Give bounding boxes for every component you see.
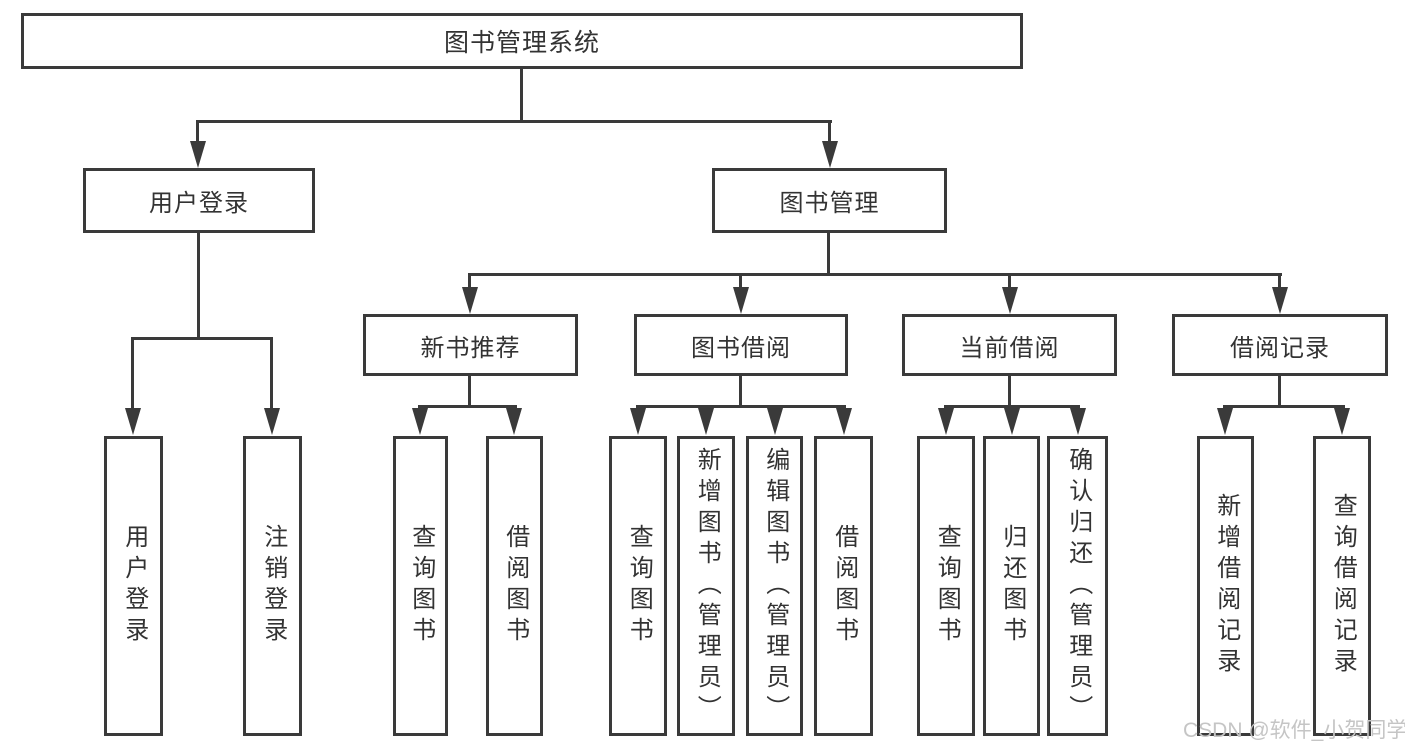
connector-book-mgmt-stem <box>827 231 830 275</box>
arrowhead-bor-add-book <box>698 408 714 435</box>
leaf-bor-query-books: 查询图书 <box>609 436 667 736</box>
connector-user-login-stem <box>197 231 200 337</box>
node-current-borrowing: 当前借阅 <box>902 314 1117 376</box>
connector-new-book-rail <box>418 405 517 408</box>
arrowhead-bor-edit-book <box>767 408 783 435</box>
node-library-system: 图书管理系统 <box>21 13 1023 69</box>
arrowhead-bor-borrow-books <box>836 408 852 435</box>
connector-new-book-stem <box>468 374 471 407</box>
connector-borrow-records-rail <box>1223 405 1345 408</box>
connector-root-stem <box>520 69 523 122</box>
leaf-label: 查询借阅记录 <box>1329 493 1357 679</box>
arrowhead-rec-query-books <box>412 408 428 435</box>
arrowhead-add-borrow-record <box>1217 408 1233 435</box>
arrowhead-cur-return-books <box>1004 408 1020 435</box>
node-label: 当前借阅 <box>959 334 1060 362</box>
connector-user-login-rail <box>131 337 273 340</box>
leaf-bor-edit-book-admin: 编辑图书（管理员） <box>746 436 803 736</box>
connector-root-rail <box>196 120 832 123</box>
node-label: 图书管理系统 <box>443 29 600 57</box>
connector-drop-book-borrow <box>739 273 742 289</box>
leaf-label: 新增图书（管理员） <box>693 446 721 726</box>
leaf-bor-add-book-admin: 新增图书（管理员） <box>677 436 735 736</box>
arrowhead-new-book <box>462 287 478 314</box>
leaf-label: 查询图书 <box>407 524 435 648</box>
leaf-label: 用户登录 <box>120 524 148 648</box>
arrowhead-cur-query-books <box>938 408 954 435</box>
node-user-login: 用户登录 <box>83 168 315 233</box>
leaf-add-borrow-record: 新增借阅记录 <box>1197 436 1254 736</box>
node-label: 图书管理 <box>779 190 880 217</box>
connector-current-borrow-rail <box>944 405 1080 408</box>
leaf-label: 借阅图书 <box>830 524 858 648</box>
arrowhead-book-management <box>822 141 838 168</box>
leaf-query-borrow-record: 查询借阅记录 <box>1313 436 1371 736</box>
node-label: 图书借阅 <box>691 334 791 362</box>
connector-drop-book-management <box>828 120 831 144</box>
leaf-label: 编辑图书（管理员） <box>761 446 789 726</box>
leaf-cur-return-books: 归还图书 <box>983 436 1040 736</box>
arrowhead-leaf-logout <box>264 408 280 435</box>
arrowhead-leaf-user-login <box>125 408 141 435</box>
arrowhead-rec-borrow-books <box>506 408 522 435</box>
arrowhead-book-borrow <box>733 287 749 314</box>
node-book-borrowing: 图书借阅 <box>634 314 848 376</box>
arrowhead-borrow-records <box>1272 287 1288 314</box>
connector-drop-leaf-logout <box>270 337 273 410</box>
node-borrowing-records: 借阅记录 <box>1172 314 1388 376</box>
connector-drop-leaf-user-login <box>131 337 134 410</box>
leaf-cur-confirm-return-admin: 确认归还（管理员） <box>1047 436 1108 736</box>
connector-book-borrow-stem <box>739 374 742 407</box>
node-book-management: 图书管理 <box>712 168 947 233</box>
leaf-label: 确认归还（管理员） <box>1064 446 1092 726</box>
arrowhead-query-borrow-record <box>1334 408 1350 435</box>
leaf-rec-query-books: 查询图书 <box>393 436 448 736</box>
leaf-label: 查询图书 <box>933 524 961 648</box>
node-new-book-recommend: 新书推荐 <box>363 314 578 376</box>
connector-drop-user-login <box>196 120 199 144</box>
node-label: 用户登录 <box>149 190 249 217</box>
leaf-rec-borrow-books: 借阅图书 <box>486 436 543 736</box>
connector-book-mgmt-rail <box>468 273 1282 276</box>
leaf-cur-query-books: 查询图书 <box>917 436 975 736</box>
arrowhead-cur-confirm-return <box>1070 408 1086 435</box>
leaf-label: 注销登录 <box>259 524 287 648</box>
arrowhead-bor-query-books <box>630 408 646 435</box>
arrowhead-user-login <box>190 141 206 168</box>
leaf-label: 归还图书 <box>998 524 1026 648</box>
connector-book-borrow-rail <box>636 405 846 408</box>
leaf-label: 新增借阅记录 <box>1212 493 1240 679</box>
leaf-logout-login: 注销登录 <box>243 436 302 736</box>
watermark: CSDN @软件_小贺同学 <box>1183 719 1405 742</box>
connector-drop-borrow-records <box>1278 273 1281 289</box>
leaf-bor-borrow-books: 借阅图书 <box>814 436 873 736</box>
node-label: 借阅记录 <box>1230 334 1330 362</box>
connector-current-borrow-stem <box>1008 374 1011 407</box>
leaf-user-login: 用户登录 <box>104 436 163 736</box>
connector-drop-new-book <box>468 273 471 289</box>
leaf-label: 借阅图书 <box>501 524 529 648</box>
arrowhead-current-borrow <box>1002 287 1018 314</box>
connector-drop-current-borrow <box>1008 273 1011 289</box>
node-label: 新书推荐 <box>420 334 521 362</box>
leaf-label: 查询图书 <box>625 524 653 648</box>
connector-borrow-records-stem <box>1278 374 1281 407</box>
